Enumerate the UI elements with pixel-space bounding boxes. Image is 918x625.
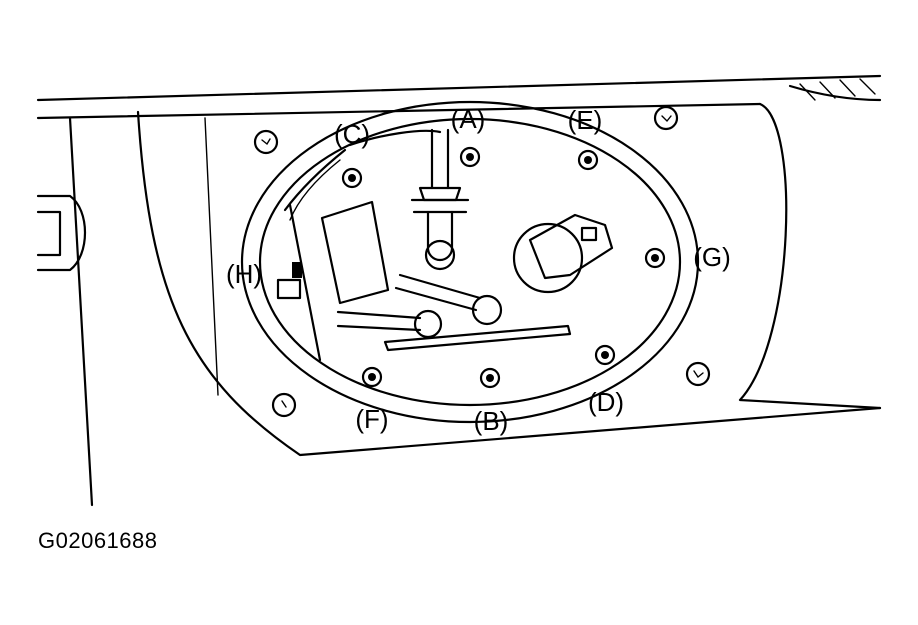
callouts: (A) (E) (C) (G) (H) (D) (F) (B)	[226, 104, 731, 436]
screw-icon	[271, 392, 297, 418]
callout-c: (C)	[334, 119, 370, 149]
callout-d: (D)	[588, 387, 624, 417]
callout-a: (A)	[451, 104, 486, 134]
nut-icon	[644, 247, 666, 269]
figure-id: G02061688	[38, 528, 158, 553]
nut-icon	[594, 344, 616, 366]
pump-components	[276, 128, 614, 362]
callout-e: (E)	[568, 105, 603, 135]
nut-icon	[341, 167, 363, 189]
nut-icon	[479, 367, 501, 389]
callout-h: (H)	[226, 259, 262, 289]
nut-icon	[361, 366, 383, 388]
callout-f: (F)	[355, 404, 388, 434]
screw-icon	[653, 105, 679, 131]
access-cover	[240, 100, 700, 424]
body-panel	[36, 74, 882, 507]
pump-plate-nuts	[341, 146, 666, 389]
callout-b: (B)	[474, 406, 509, 436]
nut-icon	[459, 146, 481, 168]
screw-icon	[685, 361, 711, 387]
screw-icon	[253, 129, 279, 155]
callout-g: (G)	[693, 242, 731, 272]
nut-icon	[577, 149, 599, 171]
cover-screws	[253, 105, 711, 418]
